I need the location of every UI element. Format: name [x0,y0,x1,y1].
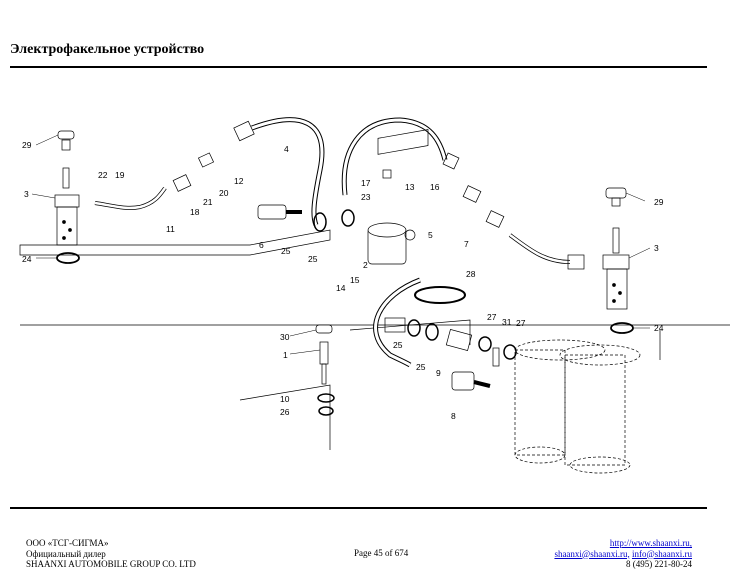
callout-29-right: 29 [654,197,664,207]
callout-3: 3 [24,189,29,199]
callout-15: 15 [350,275,360,285]
email-link-info[interactable]: info@shaanxi.ru [631,548,692,559]
header-rule [10,66,707,68]
callout-30: 30 [280,332,290,342]
callout-17: 17 [361,178,371,188]
email-link-shaanxi[interactable]: shaanxi@shaanxi.ru, [554,548,630,559]
callout-24: 24 [22,254,32,264]
callout-1: 1 [283,350,288,360]
callout-28: 28 [466,269,476,279]
callout-23: 23 [361,192,371,202]
callout-18: 18 [190,207,200,217]
footer-dealer: Официальный дилер [26,548,106,559]
solenoid-valve [367,129,429,265]
fuel-filter-outline [514,339,641,474]
callout-20: 20 [219,188,229,198]
page-title: Электрофакельное устройство [10,42,205,57]
callout-25b: 25 [308,254,318,264]
callout-25d: 25 [416,362,426,372]
callout-24-right: 24 [654,323,664,333]
footer-phone: 8 (495) 221-80-24 [626,559,692,569]
footer-company-block: ООО «ТСГ-СИГМА» Официальный дилер SHAANX… [26,538,196,570]
callout-14: 14 [336,283,346,293]
callout-4: 4 [284,144,289,154]
callout-27b: 27 [516,318,526,328]
left-glow-plug [54,130,80,264]
callout-19: 19 [115,170,125,180]
right-glow-plug [602,187,634,334]
callout-10: 10 [280,394,290,404]
callout-27a: 27 [487,312,497,322]
footer-rule [10,507,707,509]
callout-25a: 25 [281,246,291,256]
callout-5: 5 [428,230,433,240]
callout-3-right: 3 [654,243,659,253]
callout-31: 31 [502,317,512,327]
footer-manufacturer: SHAANXI AUTOMOBILE GROUP CO. LTD [26,559,196,569]
callout-9: 9 [436,368,441,378]
footer-company: ООО «ТСГ-СИГМА» [26,538,109,548]
callout-29: 29 [22,140,32,150]
callout-22: 22 [98,170,108,180]
callout-25c: 25 [393,340,403,350]
callout-7: 7 [464,239,469,249]
website-link[interactable]: http://www.shaanxi.ru, [609,538,692,548]
callout-26: 26 [280,407,290,417]
exploded-parts-diagram: 29 3 22 19 24 11 18 21 20 12 4 6 25 25 1… [19,117,730,474]
callout-12: 12 [234,176,244,186]
callout-11: 11 [166,224,175,234]
footer-contact-block: http://www.shaanxi.ru, shaanxi@shaanxi.r… [554,538,692,570]
page-number: Page 45 of 674 [354,548,409,558]
callout-8: 8 [451,411,456,421]
callout-21: 21 [203,197,213,207]
callout-13: 13 [405,182,415,192]
callout-2: 2 [363,260,368,270]
callout-6: 6 [259,240,264,250]
callout-16: 16 [430,182,440,192]
